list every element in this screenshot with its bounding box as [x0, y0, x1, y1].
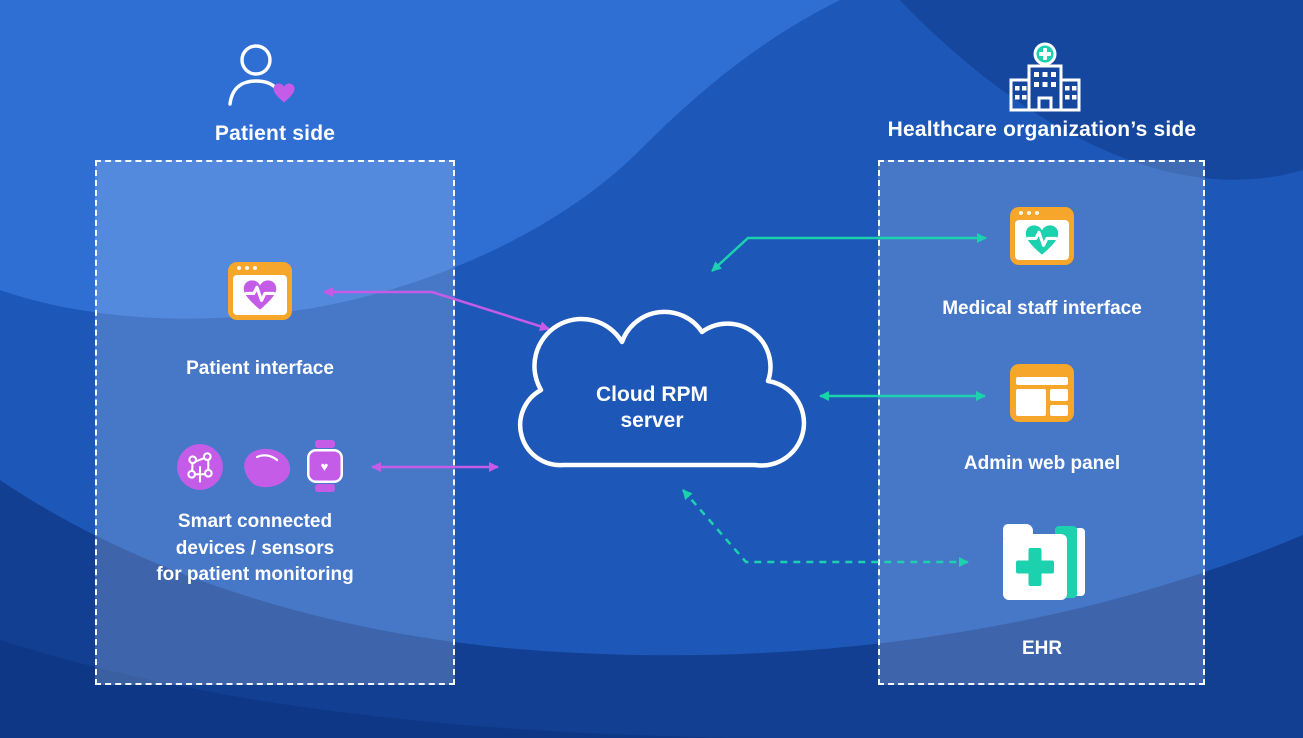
- admin-layout: [1016, 377, 1068, 416]
- ehr-folder-icon: [999, 516, 1089, 604]
- org-side-title: Healthcare organization’s side: [887, 118, 1197, 141]
- medical-staff-interface-label: Medical staff interface: [942, 298, 1142, 319]
- heart-ecg-icon: [243, 280, 277, 310]
- ehr-folder-front: [1003, 524, 1067, 600]
- browser-screen: [1015, 220, 1069, 260]
- devices-label: Smart connected devices / sensors for pa…: [156, 511, 354, 586]
- patient-side-panel: [95, 160, 455, 685]
- smartwatch-icon: ♥: [306, 440, 343, 494]
- admin-main-block: [1016, 389, 1046, 416]
- medical-staff-interface-icon: [1010, 207, 1074, 265]
- heart-icon: ♥: [320, 458, 329, 474]
- wave-dark-topright: [900, 0, 1303, 180]
- browser-dots-icon: [1019, 211, 1039, 215]
- heart-ecg-icon: [1025, 225, 1059, 255]
- admin-web-panel-label: Admin web panel: [963, 453, 1121, 474]
- admin-header-bar: [1016, 377, 1068, 385]
- browser-dots-icon: [237, 266, 257, 270]
- cloud-rpm-server-label: Cloud RPM server: [596, 383, 708, 433]
- heart-icon: [273, 83, 295, 103]
- patient-interface-icon: [228, 262, 292, 320]
- patient-side-title: Patient side: [214, 122, 336, 145]
- wearable-sensor-icon: [243, 448, 290, 488]
- biosensor-chip-icon: [176, 444, 223, 490]
- ehr-folder-tab: [1003, 524, 1033, 538]
- hospital-icon: [1009, 42, 1081, 112]
- ehr-label: EHR: [1021, 638, 1063, 659]
- devices-row: ♥: [150, 438, 365, 496]
- watch-strap-bottom: [314, 484, 335, 492]
- browser-screen: [233, 275, 287, 315]
- patient-interface-label: Patient interface: [186, 358, 334, 379]
- watch-face: ♥: [306, 449, 343, 483]
- admin-side-blocks: [1049, 389, 1068, 416]
- watch-strap-top: [314, 440, 335, 448]
- patient-figure-icon: [228, 44, 295, 106]
- admin-web-panel-icon: [1010, 364, 1074, 422]
